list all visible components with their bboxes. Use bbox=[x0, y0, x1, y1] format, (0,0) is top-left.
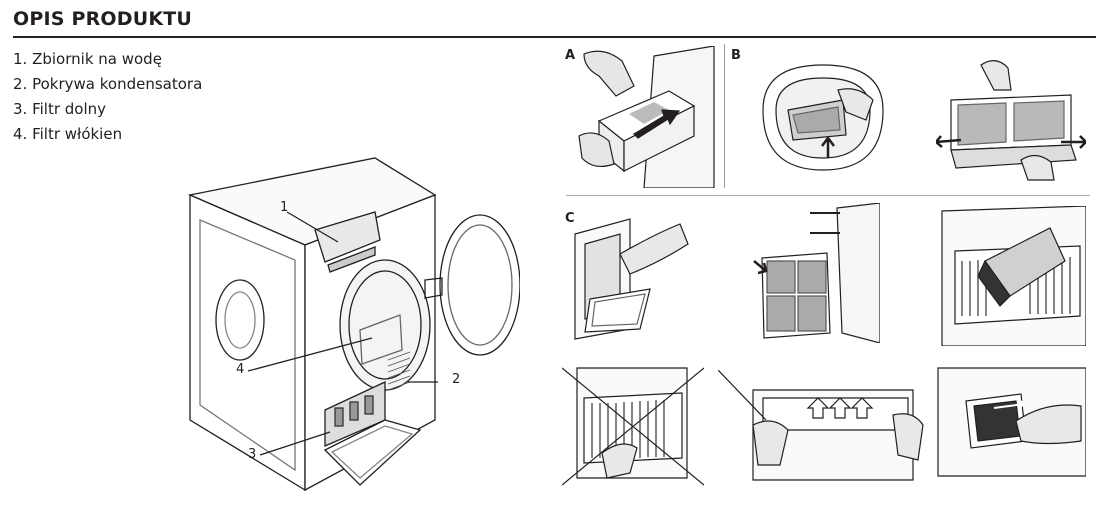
panel-label-b: B bbox=[731, 48, 741, 63]
panel-c-remove-filter-illustration bbox=[570, 214, 690, 340]
panel-c-condenser-illustration bbox=[718, 370, 932, 490]
panel-c-open-filter-illustration bbox=[752, 203, 880, 343]
legend-item: 4. Filtr włókien bbox=[13, 125, 123, 143]
panel-divider bbox=[566, 195, 1090, 196]
dryer-illustration bbox=[180, 150, 520, 495]
panel-c-clean-grille-illustration bbox=[940, 206, 1086, 346]
panel-c-inner-grille-illustration bbox=[562, 363, 704, 488]
panel-label-a: A bbox=[565, 48, 576, 63]
callout-2: 2 bbox=[452, 372, 461, 387]
title-underline bbox=[13, 36, 1096, 38]
panel-label-c: C bbox=[565, 211, 575, 226]
parts-legend: 1. Zbiornik na wodę 2. Pokrywa kondensat… bbox=[13, 47, 202, 147]
panel-c-flap-illustration bbox=[936, 366, 1086, 486]
panel-b-drum-illustration bbox=[748, 60, 898, 178]
legend-item: 1. Zbiornik na wodę bbox=[13, 50, 162, 68]
panel-a-illustration bbox=[574, 46, 720, 188]
legend-item: 2. Pokrywa kondensatora bbox=[13, 75, 203, 93]
callout-4: 4 bbox=[236, 362, 245, 377]
section-title: OPIS PRODUKTU bbox=[13, 8, 193, 30]
panel-b-filter-illustration bbox=[936, 50, 1086, 182]
legend-item: 3. Filtr dolny bbox=[13, 100, 107, 118]
panel-divider bbox=[724, 44, 725, 188]
callout-1: 1 bbox=[280, 200, 289, 215]
callout-3: 3 bbox=[248, 447, 257, 462]
